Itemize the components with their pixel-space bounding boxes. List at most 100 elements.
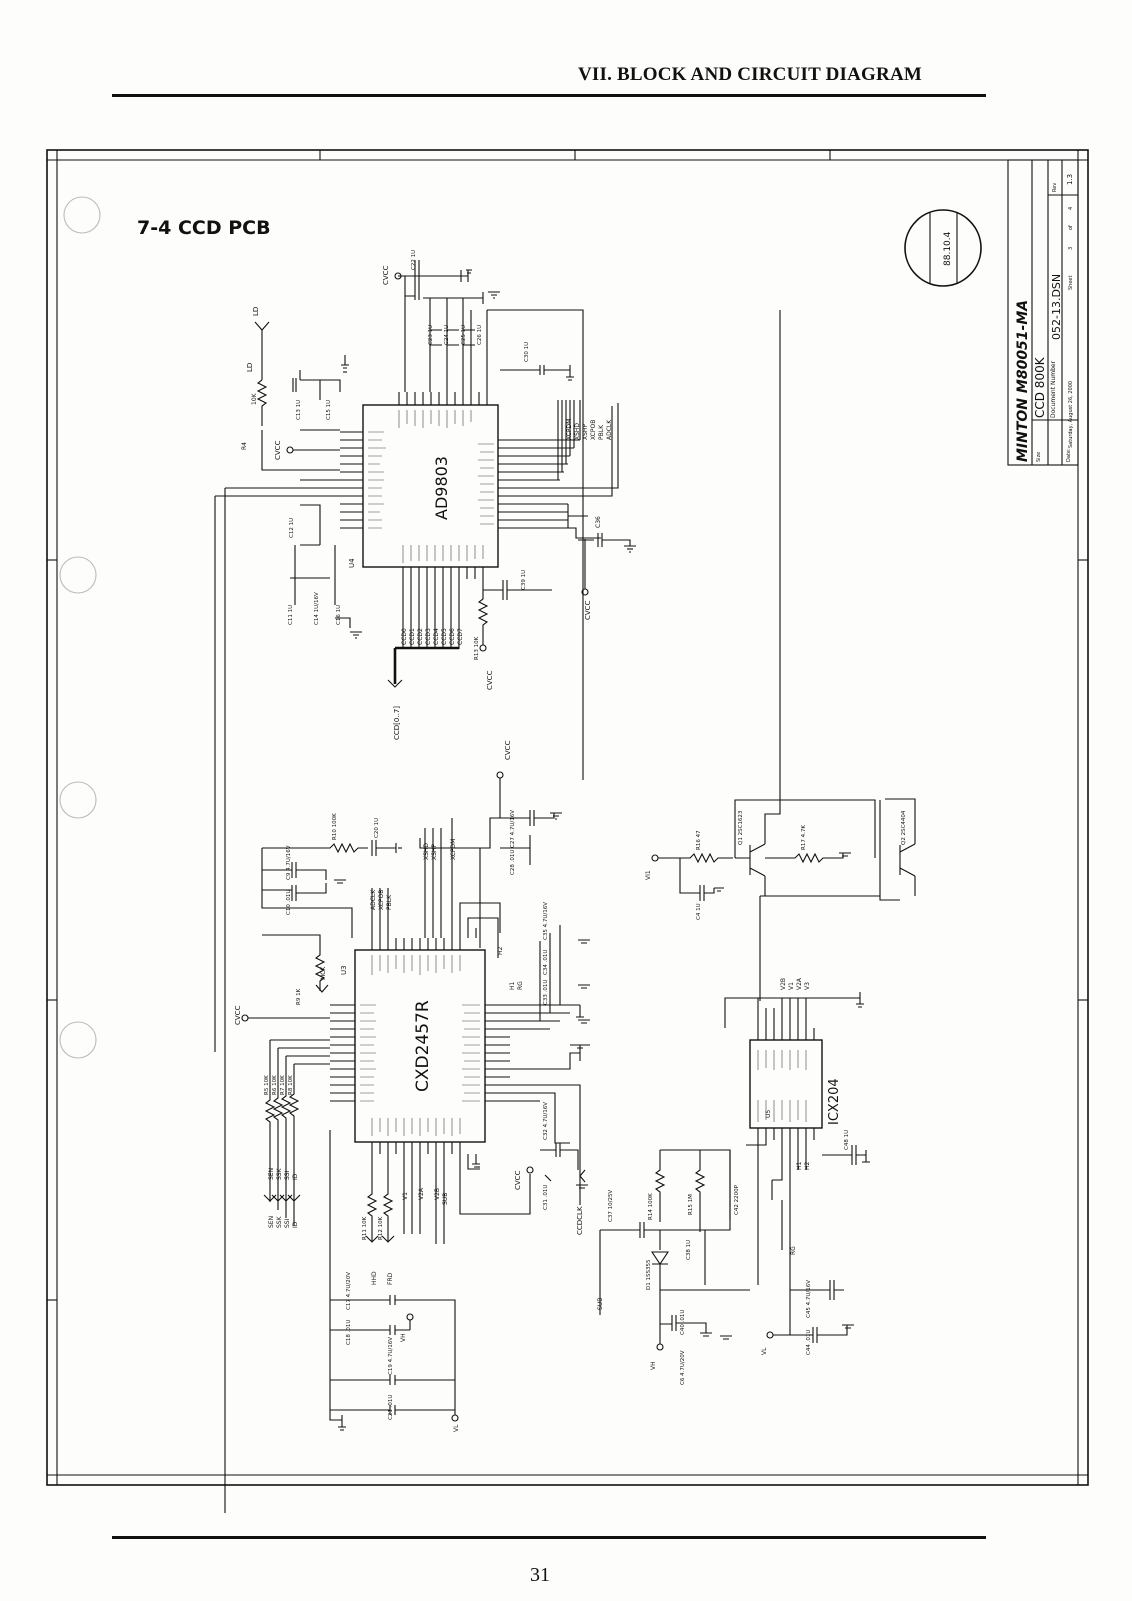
label-c28: C28 .01U bbox=[510, 850, 516, 875]
label-r9: R9 1K bbox=[296, 988, 302, 1005]
icx204-label: ICX204 bbox=[827, 1078, 842, 1125]
label-q1: Q1 2SC1623 bbox=[738, 810, 744, 845]
net-v2b-icx-label: V2B bbox=[780, 978, 787, 990]
ccd-bus-lines bbox=[387, 579, 460, 688]
net-h2-label: H2 bbox=[497, 946, 504, 955]
cxd2457r-label: CXD2457R bbox=[413, 1000, 433, 1092]
sen-label-3: ID bbox=[292, 1173, 299, 1180]
net-cvcc-ad9803-right: CVCC bbox=[584, 600, 592, 620]
net-ssi-label: SSI bbox=[284, 1218, 291, 1228]
label-c9: C9 4.7U/16V bbox=[286, 845, 292, 880]
net-v2b-cxd-label: V2B bbox=[434, 1188, 441, 1200]
ad9803-net-label-5: ADCLK bbox=[606, 419, 613, 440]
label-c13: C13 1U bbox=[296, 400, 302, 420]
ad9803-net-label-2: XSHP bbox=[582, 424, 589, 440]
label-c11: C11 1U bbox=[288, 605, 294, 625]
page-header: VII. BLOCK AND CIRCUIT DIAGRAM bbox=[578, 64, 922, 85]
label-d1: D1 1SS355 bbox=[646, 1259, 652, 1290]
label-r6: R6 10K bbox=[272, 1075, 278, 1095]
net-sub-cxd-label: SUB bbox=[442, 1193, 449, 1205]
title-block-doc-label: Document Number bbox=[1050, 360, 1057, 418]
net-vh-icx-label: VH bbox=[650, 1361, 657, 1370]
net-h1-icx-label: H1 bbox=[796, 1161, 803, 1170]
r4-value: 10K bbox=[251, 392, 258, 405]
net-v1-icx-label: V1 bbox=[788, 982, 795, 990]
ccd-line-label-6: CCD6 bbox=[449, 628, 456, 645]
r4-label: R4 bbox=[241, 442, 248, 450]
net-xcpob-label: XCPOB bbox=[378, 890, 385, 910]
label-c38: C38 1U bbox=[686, 1240, 692, 1260]
net-xcpdm-label: XCPDM bbox=[450, 839, 457, 860]
label-r10: R10 100K bbox=[332, 813, 338, 840]
net-cvcc-cxd-top: CVCC bbox=[504, 740, 512, 760]
net-adclk-label: ADCLK bbox=[370, 889, 377, 910]
net-hhd-label: HHD bbox=[371, 1271, 378, 1285]
label-c33: C33 .01U bbox=[543, 980, 549, 1005]
label-r17: R17 4.7K bbox=[801, 825, 807, 850]
ccd-line-label-0: CCD0 bbox=[401, 628, 408, 645]
header-rule bbox=[112, 94, 986, 97]
net-v1-cxd-label: V1 bbox=[402, 1192, 409, 1200]
ccd-line-label-3: CCD3 bbox=[425, 628, 432, 645]
label-c24: C24 1U bbox=[444, 325, 450, 345]
net-vi1-label: VI1 bbox=[645, 870, 652, 880]
label-c35: C35 4.7U/16V bbox=[543, 902, 549, 940]
label-c14: C14 1U/16V bbox=[314, 592, 320, 625]
net-id-label: ID bbox=[292, 1221, 299, 1228]
ad9803-net-label-3: XCPOB bbox=[590, 420, 597, 440]
binder-holes bbox=[59, 196, 101, 1059]
ccd-line-label-5: CCD5 bbox=[441, 628, 448, 645]
label-c25: C25 1U bbox=[461, 325, 467, 345]
net-v3-icx-label: V3 bbox=[804, 982, 811, 990]
ccd-line-labels: CCD0 CCD1 CCD2 CCD3 CCD4 CCD5 CCD6 CCD7 bbox=[401, 628, 464, 645]
ccd-line-label-2: CCD2 bbox=[417, 628, 424, 645]
label-c39: C39 1U bbox=[521, 570, 527, 590]
label-c18: C18 .01U bbox=[346, 1320, 352, 1345]
footer-rule bbox=[112, 1536, 986, 1539]
net-vl-icx-label: VL bbox=[761, 1347, 768, 1355]
title-block-date-label: Date: bbox=[1066, 448, 1072, 462]
ccd-line-label-1: CCD1 bbox=[409, 628, 416, 645]
icx204-ref: U5 bbox=[765, 1110, 772, 1118]
label-c17: C17 4.7U/20V bbox=[346, 1272, 352, 1310]
label-q2: Q2 2SC4404 bbox=[901, 810, 907, 845]
net-ccd-bus-label: CCD[0..7] bbox=[393, 706, 401, 740]
label-c48: C48 1U bbox=[844, 1130, 850, 1150]
title-block: MINTON M80051-MA CCD 800K Document Numbe… bbox=[1007, 159, 1079, 466]
title-block-sheets: 4 bbox=[1068, 207, 1074, 210]
ground-symbols bbox=[343, 291, 732, 1340]
sen-label-2: SSI bbox=[284, 1170, 291, 1180]
label-c31: C31 .01U bbox=[543, 1185, 549, 1210]
label-c42: C42 2200P bbox=[734, 1184, 740, 1215]
label-c37: C37 10/25V bbox=[608, 1190, 614, 1222]
net-v2a-cxd-label: V2A bbox=[418, 1187, 425, 1200]
net-ld-arrow-label: LD bbox=[252, 307, 260, 316]
label-c40: C40 .01U bbox=[680, 1310, 686, 1335]
icx204-chip bbox=[749, 1039, 823, 1129]
net-sub-icx-label: SUB bbox=[597, 1298, 604, 1310]
ad9803-net-label-4: PBLK bbox=[598, 424, 605, 440]
net-sen-label: SEN bbox=[268, 1216, 275, 1228]
net-cvcc-cxd-bottom: CVCC bbox=[514, 1170, 522, 1190]
label-c21: C21 .01U bbox=[388, 1395, 394, 1420]
ad9803-net-label-0: XCPDM bbox=[566, 419, 573, 440]
label-c10: C10 .01U bbox=[286, 890, 292, 915]
label-c12: C12 1U bbox=[289, 518, 295, 538]
title-block-rev-label: Rev bbox=[1052, 183, 1058, 192]
label-c15: C15 1U bbox=[326, 400, 332, 420]
title-block-title: CCD 800K bbox=[1033, 356, 1047, 418]
ad9803-block: AD9803 U4 C36 CVCC bbox=[214, 260, 636, 1513]
ad9803-net-label-1: XSHD bbox=[574, 423, 581, 440]
ccd-line-label-7: CCD7 bbox=[457, 628, 464, 645]
net-rg-label: RG bbox=[517, 981, 524, 990]
label-c30: C30 1U bbox=[524, 342, 530, 362]
title-block-company: MINTON M80051-MA bbox=[1015, 300, 1031, 462]
net-cvcc-r13: CVCC bbox=[486, 670, 494, 690]
net-ccdclk-label: CCDCLK bbox=[576, 1206, 584, 1235]
label-c6: C6 4.7U/20V bbox=[680, 1350, 686, 1385]
ad9803-right-net-labels: XCPDM XSHD XSHP XCPOB PBLK ADCLK bbox=[566, 419, 613, 440]
net-vl-cxd-label: VL bbox=[453, 1424, 460, 1432]
net-xshd-label: XSHD bbox=[423, 843, 430, 860]
title-block-sheet: 3 bbox=[1068, 247, 1074, 250]
label-c26: C26 1U bbox=[477, 325, 483, 345]
